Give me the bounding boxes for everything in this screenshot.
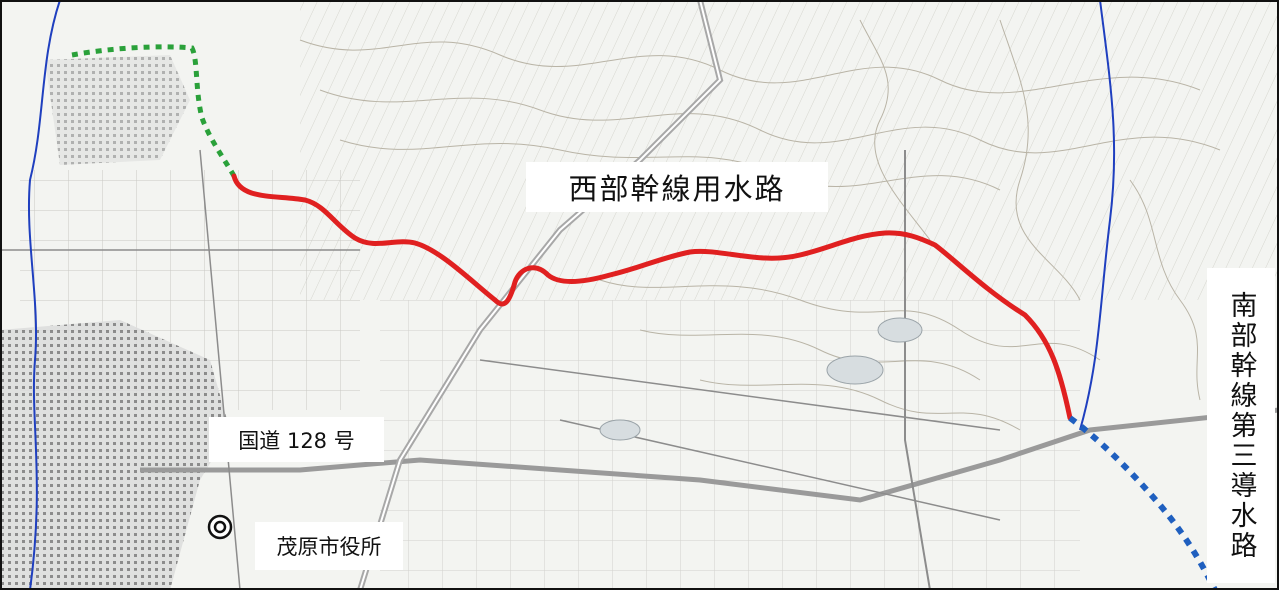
- town-area-north: [45, 55, 190, 165]
- double-circle-icon: [207, 514, 233, 540]
- national-road-128: [140, 407, 1279, 503]
- river-west: [27, 0, 61, 590]
- south-canal-label: 南部幹線第三導水路: [1207, 268, 1275, 583]
- west-canal-label: 西部幹線用水路: [526, 162, 828, 212]
- farm-grid-south: [380, 300, 1080, 590]
- west-canal-line: [231, 173, 1073, 421]
- national-road-label: 国道 128 号: [209, 417, 384, 462]
- river-east: [1079, 0, 1116, 431]
- contour-lines: [299, 19, 1221, 431]
- city-hall-label: 茂原市役所: [255, 522, 403, 570]
- south-canal-dotted-line: [1068, 415, 1218, 590]
- hill-hatching: [300, 0, 1279, 300]
- ponds: [599, 317, 923, 441]
- urban-area: [0, 320, 230, 590]
